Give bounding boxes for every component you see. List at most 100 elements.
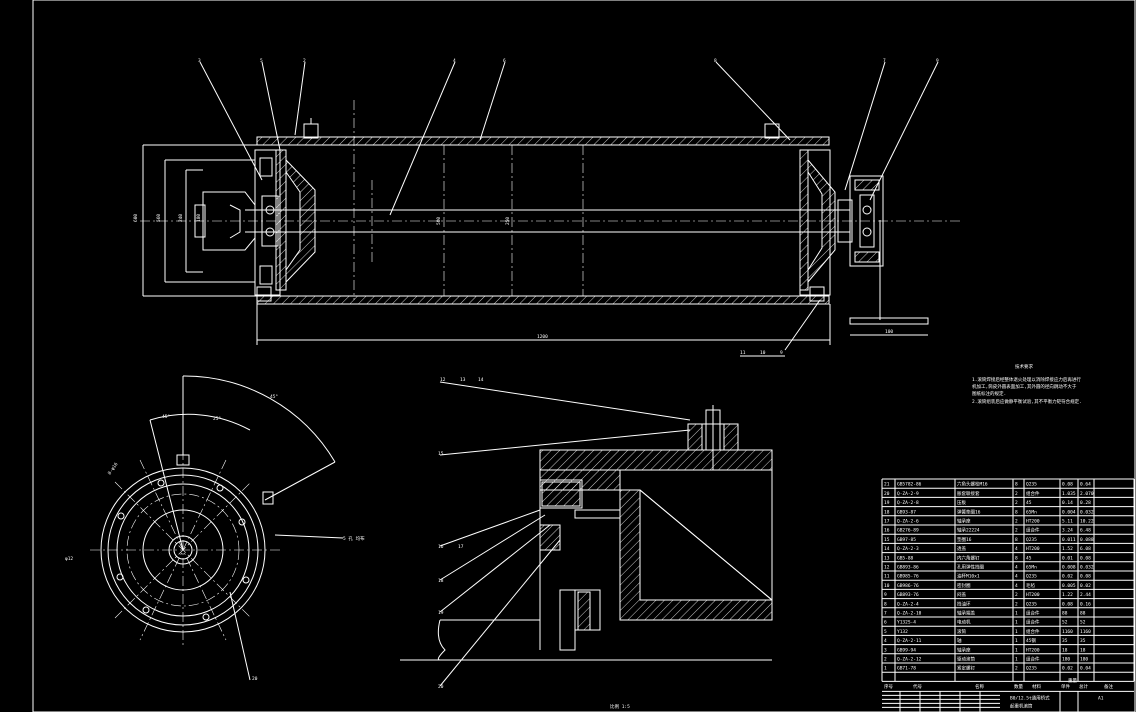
dim-shaft: 560	[156, 214, 162, 222]
parts-cell-code: GB893-76	[897, 592, 919, 598]
parts-cell-code: Y132	[897, 629, 908, 635]
parts-cell-qty: 4	[1015, 546, 1018, 552]
parts-cell-w1: 1.035	[1062, 491, 1076, 497]
parts-cell-qty: 1	[1015, 647, 1018, 653]
parts-cell-qty: 2	[1015, 491, 1018, 497]
parts-cell-mat: 组合件	[1026, 628, 1040, 635]
parts-cell-code: GB5782-86	[897, 482, 922, 488]
parts-cell-no: 1	[884, 666, 887, 672]
parts-header-no: 序号	[884, 683, 893, 690]
parts-cell-qty: 1	[1015, 620, 1018, 626]
angle-a: 45°	[270, 394, 278, 400]
tech-note-line: 图纸标注的规定.	[972, 390, 1006, 397]
parts-cell-w2: 6.48	[1080, 528, 1091, 534]
parts-header-w2: 总计	[1079, 683, 1088, 690]
main-section-view: 600 560 240 180 500 250 1200 100	[133, 61, 960, 357]
end-view: 45° 25° 45° 8-φ16 φ12 5 孔 均布 20	[65, 375, 365, 682]
parts-cell-code: GB893-86	[897, 565, 919, 571]
parts-header-w1: 单件	[1061, 683, 1070, 690]
svg-text:5: 5	[260, 58, 263, 64]
parts-cell-no: 13	[884, 555, 890, 561]
parts-cell-name: 油杯M10x1	[957, 573, 980, 580]
technical-notes: 技术要求 1.滚筒焊接后经整体退火处理以消除焊接应力后再进行 机加工,筒皮外圆表…	[972, 363, 1082, 405]
parts-cell-w1: 0.01	[1062, 555, 1073, 561]
parts-header-name: 名称	[975, 683, 984, 690]
parts-cell-no: 19	[884, 500, 890, 506]
parts-cell-qty: 2	[1015, 666, 1018, 672]
svg-text:2: 2	[303, 58, 306, 64]
svg-text:4: 4	[453, 58, 456, 64]
parts-cell-code: GB97-85	[897, 537, 916, 543]
parts-cell-no: 21	[884, 482, 890, 488]
parts-cell-no: 3	[884, 647, 887, 653]
parts-cell-no: 2	[884, 657, 887, 663]
dim-overall: 1200	[537, 334, 548, 340]
parts-header-weight: 重量	[1068, 677, 1077, 684]
parts-cell-qty: 8	[1015, 555, 1018, 561]
detail-view: 12 13 14 15 16 17 18 19 20 比例 1:5	[400, 377, 773, 710]
parts-cell-qty: 4	[1015, 574, 1018, 580]
parts-cell-w2: 0.032	[1080, 565, 1094, 571]
parts-cell-w2: 1160	[1080, 629, 1091, 635]
parts-cell-w2: 0.28	[1080, 500, 1091, 506]
parts-cell-code: Q-ZA-2-10	[897, 611, 922, 617]
parts-cell-no: 12	[884, 565, 890, 571]
parts-cell-mat: 组合件	[1026, 610, 1040, 617]
parts-cell-mat: 毛毡	[1026, 582, 1035, 589]
parts-cell-mat: 组合件	[1026, 527, 1040, 534]
parts-cell-qty: 4	[1015, 565, 1018, 571]
parts-cell-w1: 35	[1062, 638, 1068, 644]
parts-cell-qty: 1	[1015, 629, 1018, 635]
parts-cell-w1: 180	[1062, 657, 1070, 663]
parts-cell-no: 7	[884, 611, 887, 617]
parts-header-qty: 数量	[1014, 683, 1023, 690]
parts-cell-code: GB985-76	[897, 574, 919, 580]
parts-cell-mat: Q235	[1026, 574, 1037, 580]
svg-text:20: 20	[252, 676, 258, 682]
parts-cell-code: GB93-87	[897, 509, 916, 515]
parts-cell-name: 驱动滚筒	[957, 656, 975, 663]
parts-cell-name: 闷盖	[957, 591, 966, 598]
parts-cell-qty: 2	[1015, 519, 1018, 525]
svg-text:14: 14	[478, 377, 484, 383]
tech-notes-title: 技术要求	[1015, 363, 1033, 370]
parts-cell-mat: 45钢	[1026, 637, 1036, 644]
parts-cell-w1: 0.14	[1062, 500, 1073, 506]
parts-cell-code: GB71-78	[897, 666, 916, 672]
parts-cell-code: Q-ZA-2-11	[897, 638, 922, 644]
parts-cell-w1: 1.22	[1062, 592, 1073, 598]
parts-cell-name: 紧定螺钉	[957, 665, 975, 672]
parts-cell-code: Q-ZA-2-8	[897, 500, 919, 506]
parts-cell-no: 4	[884, 638, 887, 644]
parts-cell-w1: 1.52	[1062, 546, 1073, 552]
parts-cell-w2: 52	[1080, 620, 1086, 626]
parts-cell-w1: 1160	[1062, 629, 1073, 635]
dim-inner-a: 240	[178, 214, 184, 222]
parts-cell-w2: 2.44	[1080, 592, 1091, 598]
parts-cell-mat: Q235	[1026, 482, 1037, 488]
svg-text:11: 11	[740, 350, 746, 356]
parts-cell-code: GB99-94	[897, 647, 916, 653]
hole-callout: 8-φ16	[107, 461, 120, 476]
parts-cell-qty: 4	[1015, 583, 1018, 589]
parts-header-note: 备注	[1104, 683, 1113, 690]
parts-cell-w2: 0.16	[1080, 601, 1091, 607]
angle-c: 45°	[162, 414, 170, 420]
parts-cell-w1: 0.004	[1062, 509, 1076, 515]
parts-cell-w2: 0.088	[1080, 537, 1094, 543]
dim-flange: 600	[133, 214, 139, 222]
parts-cell-name: 孔用弹性挡圈	[957, 564, 984, 571]
parts-cell-name: 轴承22224	[957, 527, 980, 534]
parts-cell-code: GB5-88	[897, 555, 914, 561]
top-balloon-labels: 3 5 2 4 6 8 7 9 11 10 9	[198, 58, 939, 356]
parts-cell-w1: 3.24	[1062, 528, 1073, 534]
svg-text:6: 6	[503, 58, 506, 64]
parts-cell-w1: 0.02	[1062, 666, 1073, 672]
svg-text:3: 3	[198, 58, 201, 64]
parts-cell-w1: 18	[1062, 647, 1068, 653]
parts-cell-w1: 52	[1062, 620, 1068, 626]
parts-cell-name: 压板	[957, 499, 966, 506]
parts-cell-mat: 组合件	[1026, 656, 1040, 663]
angle-b: 25°	[213, 416, 221, 422]
parts-cell-mat: 45	[1026, 500, 1032, 506]
